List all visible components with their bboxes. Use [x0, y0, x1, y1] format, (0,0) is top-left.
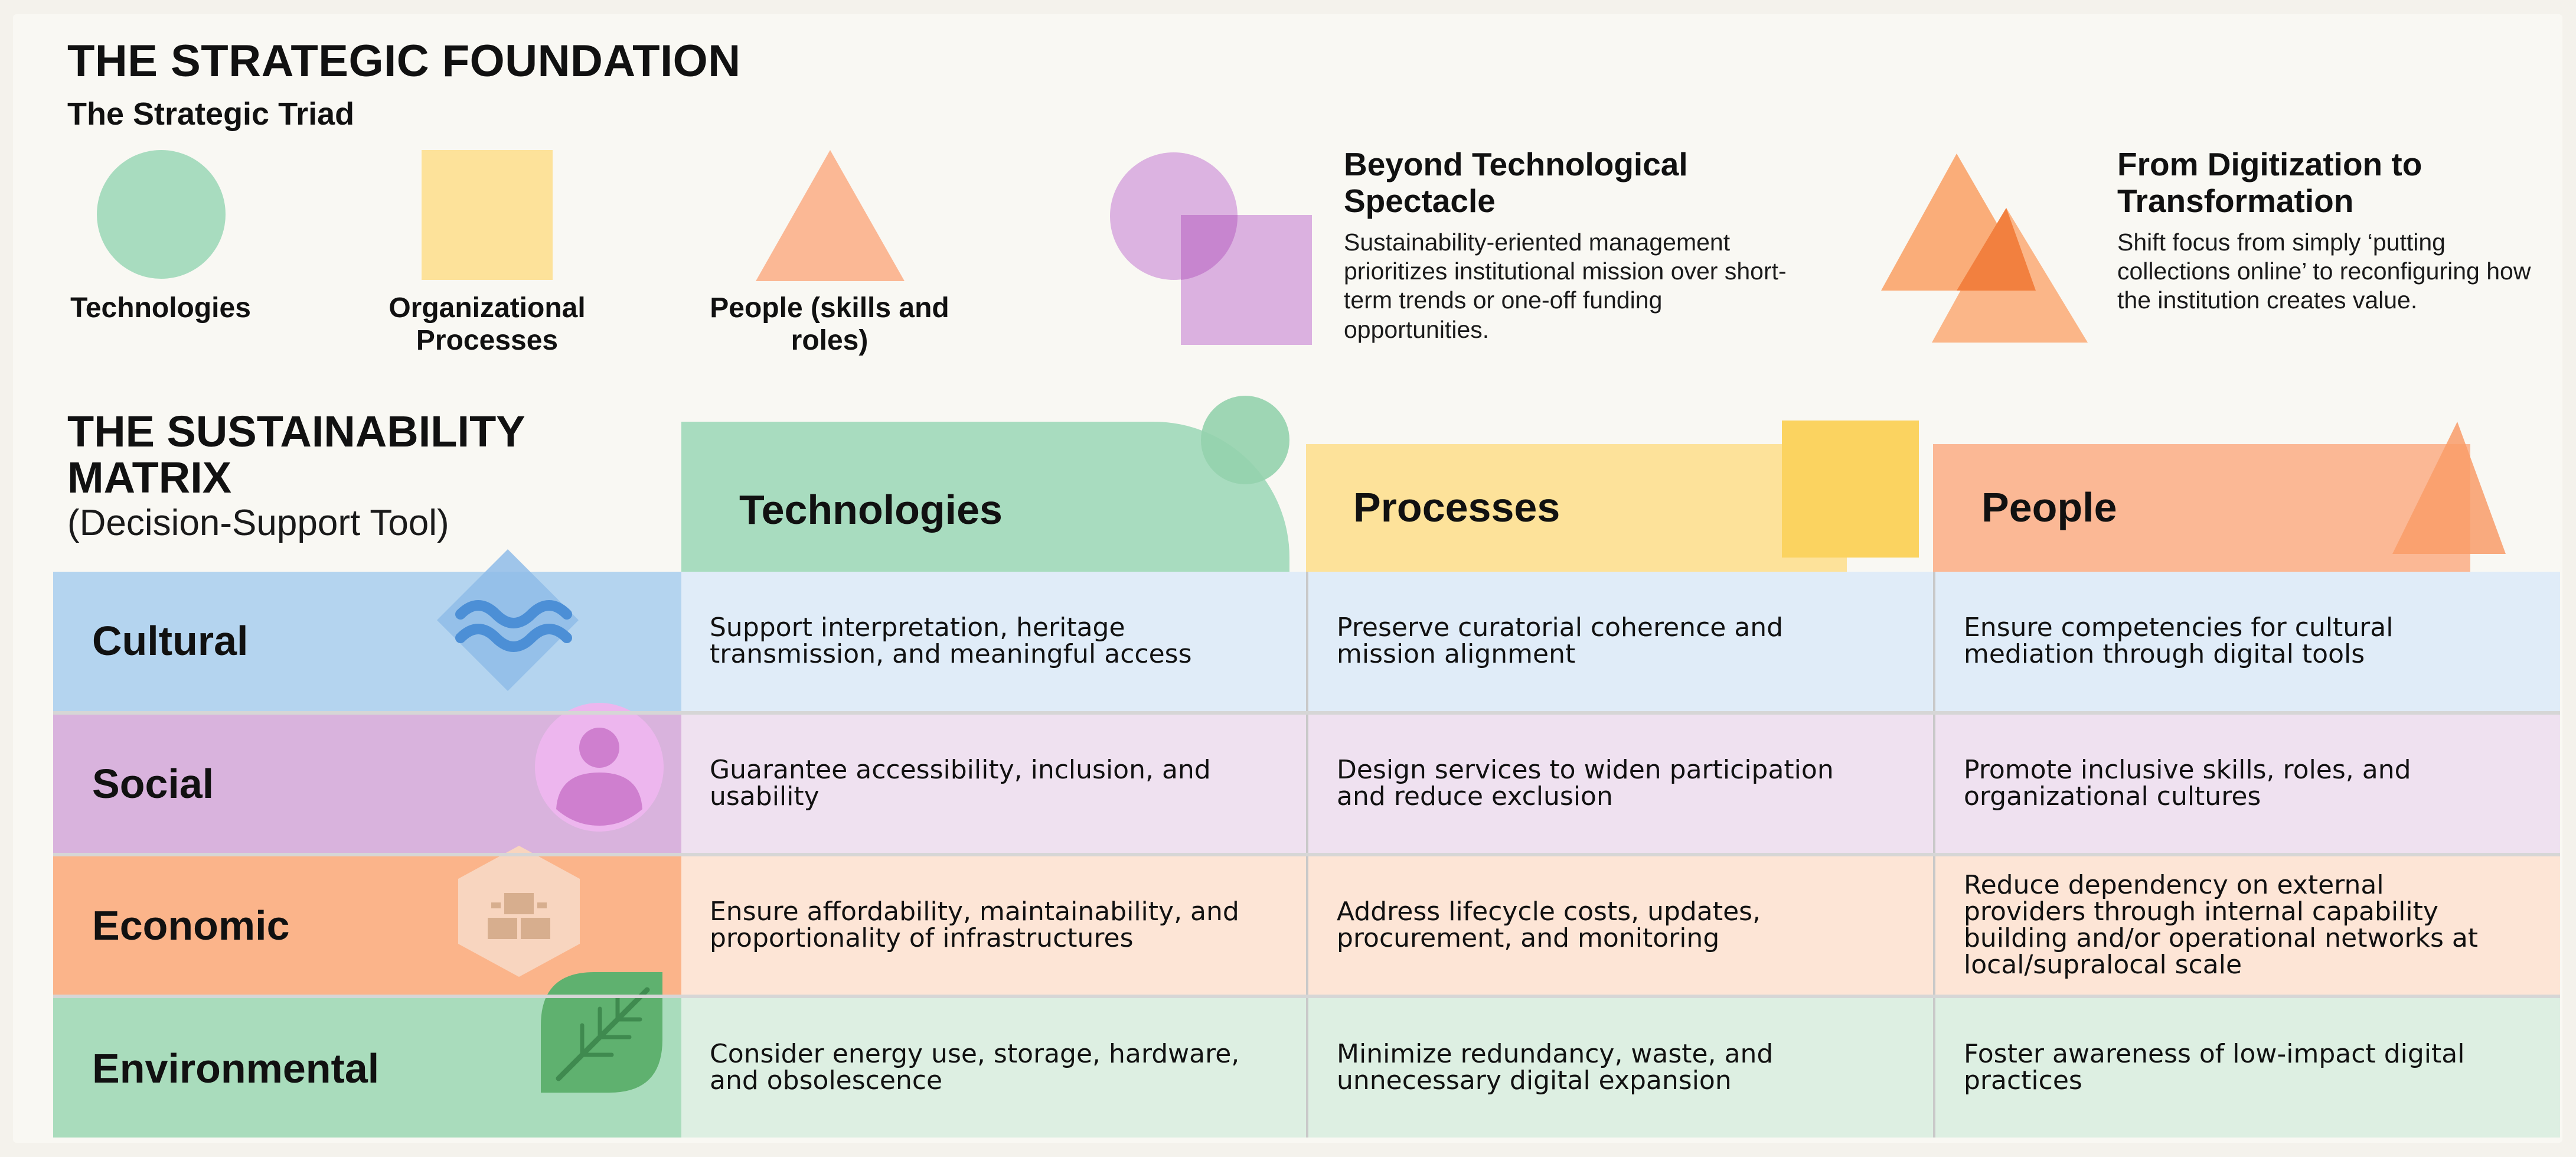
overlapping-triangles-icon: [1881, 154, 2088, 343]
triad-label-technologies: Technologies: [70, 292, 251, 324]
column-triangle-icon: [2392, 422, 2506, 554]
row-label-economic: Economic: [92, 902, 290, 949]
row-divider: [53, 853, 2560, 856]
matrix-title-line2: MATRIX: [67, 453, 232, 502]
row-label-environmental: Environmental: [92, 1045, 380, 1091]
leaf-icon: [541, 972, 662, 1093]
matrix-title-line1: THE SUSTAINABILITY: [67, 407, 525, 456]
cell-economic-processes: Address lifecycle costs, updates,procure…: [1308, 856, 1933, 995]
page-title: THE STRATEGIC FOUNDATION: [67, 36, 741, 86]
column-title-people: People: [1981, 484, 2117, 530]
column-title-processes: Processes: [1353, 484, 1560, 530]
column-circle-icon: [1201, 396, 1289, 484]
column-header-processes: [1306, 444, 1847, 572]
row-label-social: Social: [92, 761, 214, 807]
water-waves-icon: [437, 549, 579, 691]
pillar-body-transformation: Shift focus from simply ‘putting collect…: [2117, 229, 2531, 314]
row-label-band-cultural: [53, 572, 681, 711]
people-triangle-icon: [756, 150, 905, 281]
pillar-body-spectacle: Sustainability-eriented management prior…: [1344, 229, 1787, 343]
technologies-circle-icon: [97, 150, 226, 279]
column-square-icon: [1782, 421, 1919, 558]
circle-square-icon: [1110, 152, 1312, 345]
column-title-technologies: Technologies: [739, 487, 1003, 533]
column-header-technologies: [681, 422, 1289, 572]
row-divider: [53, 711, 2560, 715]
pillar-title-transformation: From Digitization to Transformation: [2117, 146, 2422, 219]
triad-label-people: People (skills and roles): [710, 292, 949, 357]
cell-economic-technologies: Ensure affordability, maintainability, a…: [681, 856, 1306, 995]
cell-environmental-technologies: Consider energy use, storage, hardware,a…: [681, 998, 1306, 1138]
matrix-subtitle: (Decision-Support Tool): [67, 503, 449, 543]
row-label-cultural: Cultural: [92, 618, 249, 664]
triad-label-processes: Organizational Processes: [388, 292, 586, 357]
row-divider: [53, 995, 2560, 998]
bricks-icon: [458, 846, 580, 977]
page-subtitle: The Strategic Triad: [67, 96, 355, 132]
pillar-title-spectacle: Beyond Technological Spectacle: [1344, 146, 1688, 219]
processes-square-icon: [422, 150, 553, 280]
column-header-people: [1933, 444, 2470, 572]
person-icon: [535, 703, 664, 832]
